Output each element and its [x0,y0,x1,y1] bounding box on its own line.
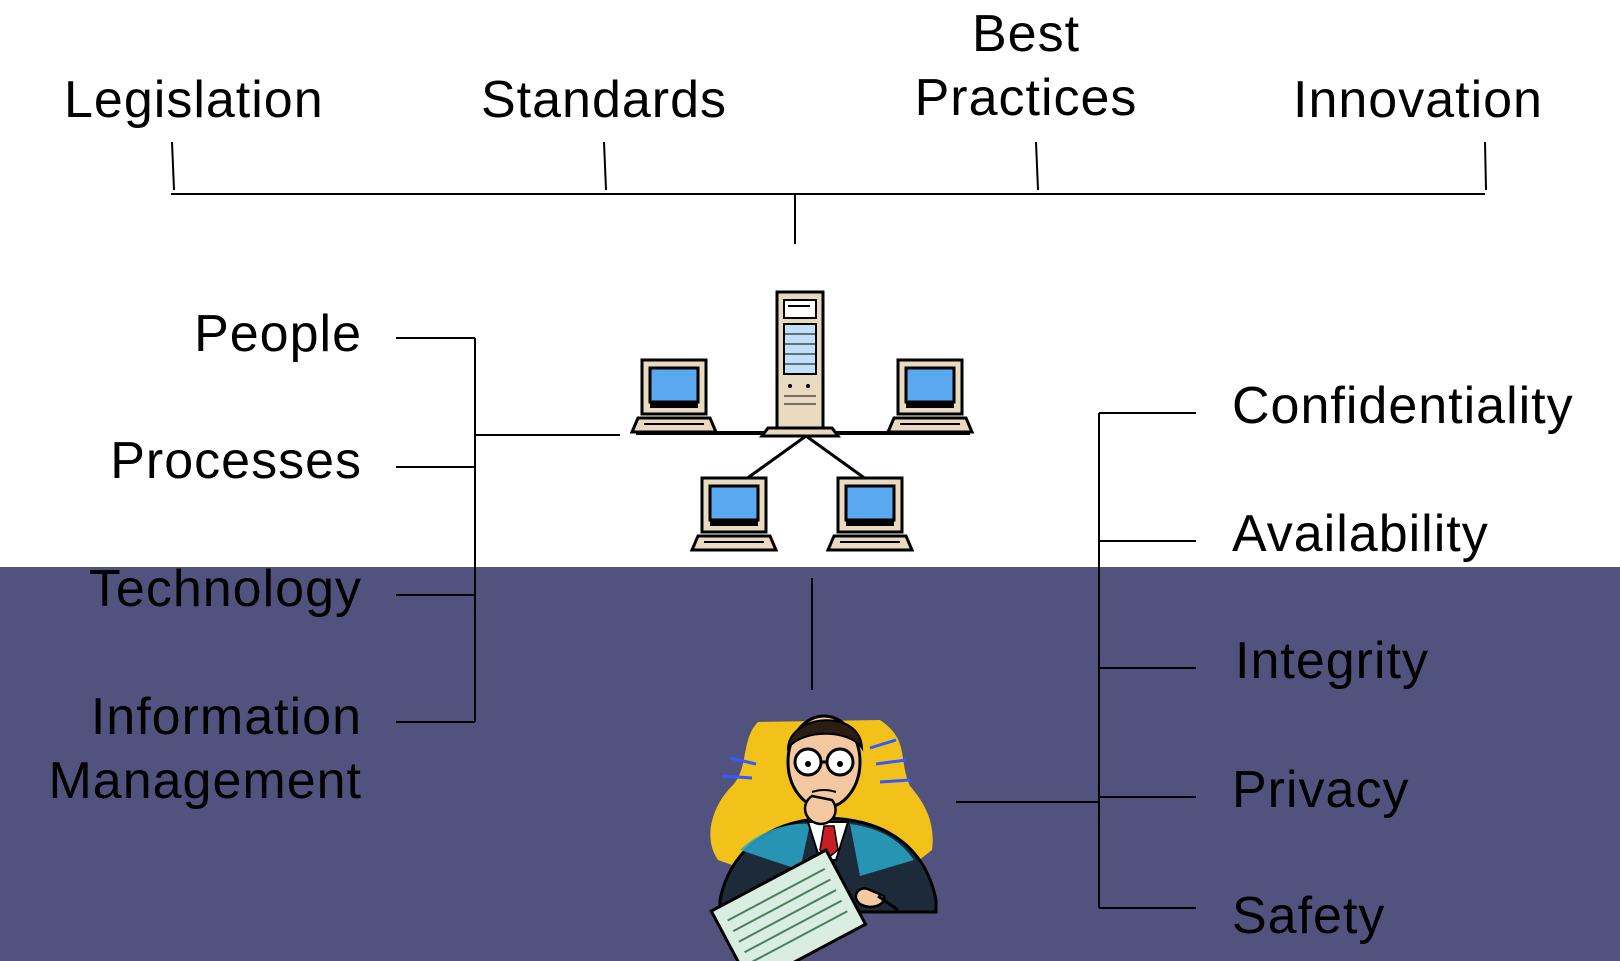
label-people: People [194,305,362,363]
label-information-management: Information Management [48,688,362,810]
label-safety: Safety [1232,887,1386,945]
label-legislation: Legislation [64,71,324,129]
top-tick-innovation [1484,141,1487,191]
label-innovation: Innovation [1293,71,1543,129]
computer-network-icon [630,290,974,552]
top-tick-standards [603,141,607,191]
label-technology: Technology [88,560,362,618]
label-availability: Availability [1232,505,1489,563]
label-confidentiality: Confidentiality [1232,377,1574,435]
label-integrity: Integrity [1235,632,1429,690]
label-standards: Standards [481,71,728,129]
label-best-practices: Best Practices [914,5,1138,127]
top-tick-best-practices [1035,141,1039,191]
thinking-person-icon [709,714,938,961]
label-privacy: Privacy [1232,761,1410,819]
label-processes: Processes [110,432,362,490]
top-tick-legislation [171,141,175,191]
